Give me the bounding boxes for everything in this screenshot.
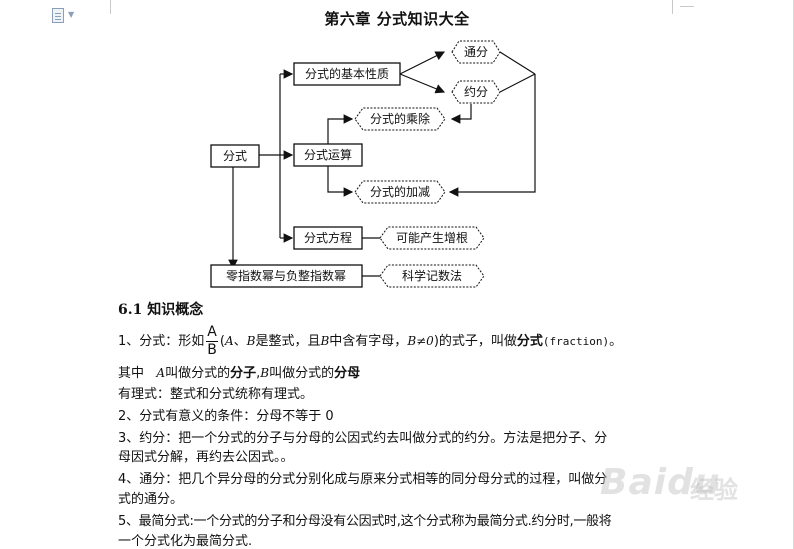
node-hex-tongfen <box>451 40 501 64</box>
node-hex-yuefen <box>451 80 501 104</box>
var: B <box>260 366 270 380</box>
var: B <box>320 334 330 348</box>
node-hex-sci-notation <box>379 264 485 288</box>
paragraph-line: 4、通分：把几个异分母的分式分别化成与原来分式相等的同分母分式的过程，叫做分 <box>118 472 608 487</box>
node-multiply: 分式的乘除 <box>370 111 430 126</box>
chevron-down-icon[interactable]: ▼ <box>68 10 75 19</box>
term-denominator: 分母 <box>334 366 361 381</box>
fraction-numerator: A <box>206 324 218 342</box>
node-box-basic-property <box>293 62 401 86</box>
margin-mark <box>110 0 111 14</box>
node-hex-extra-root <box>379 226 485 250</box>
text: 1、分式：形如 <box>118 334 205 349</box>
node-hex-multiply <box>354 107 446 131</box>
text: 、 <box>233 334 247 349</box>
var: B≠0 <box>407 334 434 348</box>
term-fraction: 分式 <box>516 334 543 349</box>
margin-mark <box>672 0 673 14</box>
text: ( <box>219 334 225 349</box>
concept-map: 分式 分式的基本性质 通分 约分 分式运算 分式的乘除 分式的加减 分式方程 可… <box>210 40 536 288</box>
text: , <box>256 366 261 381</box>
chapter-title: 第六章 分式知识大全 <box>324 10 470 28</box>
text: 。 <box>609 334 623 349</box>
node-box-equation <box>293 226 363 250</box>
var: A <box>156 366 166 380</box>
node-equation: 分式方程 <box>304 230 352 245</box>
fraction-denominator: B <box>207 342 217 358</box>
paragraph-line: 5、最简分式:一个分式的分子和分母没有公因式时,这个分式称为最简分式.约分时,一… <box>118 514 612 529</box>
node-exponent: 零指数幂与负整指数幂 <box>226 268 346 283</box>
term-numerator: 分子 <box>230 366 257 381</box>
watermark-text: 经验 <box>690 476 738 504</box>
watermark-logo: Baidu <box>600 462 721 503</box>
var: A <box>224 334 234 348</box>
paragraph-line: 式的通分。 <box>118 492 184 507</box>
node-sci-notation: 科学记数法 <box>402 268 462 283</box>
paragraph-line: 3、约分：把一个分式的分子与分母的公因式约去叫做分式的约分。方法是把分子、分 <box>118 431 608 446</box>
node-yuefen: 约分 <box>464 84 488 99</box>
paragraph-line: 一个分式化为最简分式. <box>118 534 253 549</box>
var: B <box>246 334 256 348</box>
document-icon[interactable] <box>52 8 64 23</box>
text: 叫做分式的 <box>269 366 335 381</box>
section-heading: 6.1 知识概念 <box>118 302 204 318</box>
node-hex-addsub <box>354 180 446 204</box>
node-box-exponent <box>210 264 363 288</box>
node-root: 分式 <box>223 149 247 163</box>
english-term: (fraction) <box>542 335 610 348</box>
paragraph-line: 2、分式有意义的条件：分母不等于 0 <box>118 409 334 424</box>
node-basic-property: 分式的基本性质 <box>305 66 389 81</box>
definition-line-2: 其中 A叫做分式的分子,B叫做分式的分母 <box>118 362 360 381</box>
text: 中含有字母， <box>329 334 408 349</box>
node-addsub: 分式的加减 <box>370 184 430 199</box>
text: )的式子，叫做 <box>433 334 517 349</box>
node-extra-root: 可能产生增根 <box>396 231 468 245</box>
text: 其中 <box>118 366 145 381</box>
node-box-operation <box>293 143 363 167</box>
margin-mark <box>680 6 694 7</box>
node-operation: 分式运算 <box>304 147 352 162</box>
paragraph-line: 母因式分解，再约去公因式。。 <box>118 450 294 465</box>
node-tongfen: 通分 <box>464 45 488 59</box>
paragraph-line: 有理式：整式和分式统称有理式。 <box>118 387 314 402</box>
text: 叫做分式的 <box>165 366 231 381</box>
text: 是整式，且 <box>255 334 321 349</box>
node-box-root <box>210 144 260 168</box>
